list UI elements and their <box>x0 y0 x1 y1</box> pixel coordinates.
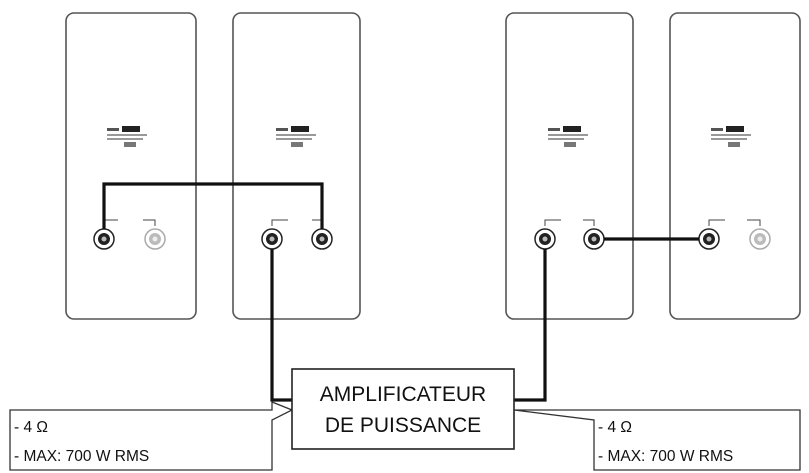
nameplate-line <box>548 138 584 140</box>
nameplate-line <box>276 128 288 131</box>
terminal-pin <box>591 236 597 242</box>
nameplate-logo <box>726 126 744 132</box>
wire-amp-left <box>270 249 292 402</box>
nameplate-logo <box>563 126 581 132</box>
nameplate-line <box>548 134 588 136</box>
terminal-pin <box>542 236 548 242</box>
bracket-gap <box>291 218 309 222</box>
panel-outline <box>65 12 197 320</box>
nameplate-line <box>711 134 751 136</box>
terminal-pin <box>319 236 325 242</box>
nameplate-line <box>711 128 723 131</box>
terminal-bracket <box>544 219 595 226</box>
nameplate-line <box>276 134 316 136</box>
callout-left: - 4 Ω - MAX: 700 W RMS <box>9 401 294 471</box>
speaker-panel-1 <box>65 12 197 320</box>
callout-left-shape <box>9 401 294 471</box>
callout-left-impedance: - 4 Ω <box>14 419 48 436</box>
nameplate-line <box>107 128 119 131</box>
ce-mark <box>124 142 136 147</box>
speaker-panel-3 <box>505 12 634 320</box>
callout-left-max-power: - MAX: 700 W RMS <box>14 448 149 465</box>
terminal-pin <box>152 236 158 242</box>
nameplate-line <box>548 128 560 131</box>
amplifier-label-line1: AMPLIFICATEUR <box>320 383 486 406</box>
wire-link-left <box>102 182 324 229</box>
bracket-gap <box>564 218 580 222</box>
nameplate-logo <box>291 126 309 132</box>
speaker-panel-2 <box>232 12 361 320</box>
panel-outline <box>505 12 634 320</box>
panel-outline <box>232 12 361 320</box>
nameplate-line <box>711 138 747 140</box>
nameplate-logo <box>122 126 140 132</box>
terminal-bracket <box>708 219 761 226</box>
speaker-panel-4 <box>669 12 801 320</box>
nameplate-line <box>107 138 143 140</box>
panel-outline <box>669 12 801 320</box>
callout-right-impedance: - 4 Ω <box>598 419 632 436</box>
amplifier-box: AMPLIFICATEUR DE PUISSANCE <box>291 368 515 450</box>
terminal-pin <box>101 236 107 242</box>
nameplate-line <box>276 138 312 140</box>
ce-mark <box>291 142 303 147</box>
amplifier-label-line2: DE PUISSANCE <box>325 414 481 437</box>
bracket-gap <box>121 218 140 222</box>
callout-right-max-power: - MAX: 700 W RMS <box>598 448 733 465</box>
terminal-pin <box>757 236 763 242</box>
amplifier-outline <box>291 368 515 450</box>
terminal-pin <box>269 236 275 242</box>
ce-mark <box>728 142 740 147</box>
callout-right-shape <box>513 409 801 471</box>
callout-right: - 4 Ω - MAX: 700 W RMS <box>513 409 801 471</box>
wire-amp-right <box>514 249 547 402</box>
bracket-gap <box>728 218 744 222</box>
terminal-pin <box>706 236 712 242</box>
ce-mark <box>564 142 576 147</box>
nameplate-line <box>107 134 147 136</box>
